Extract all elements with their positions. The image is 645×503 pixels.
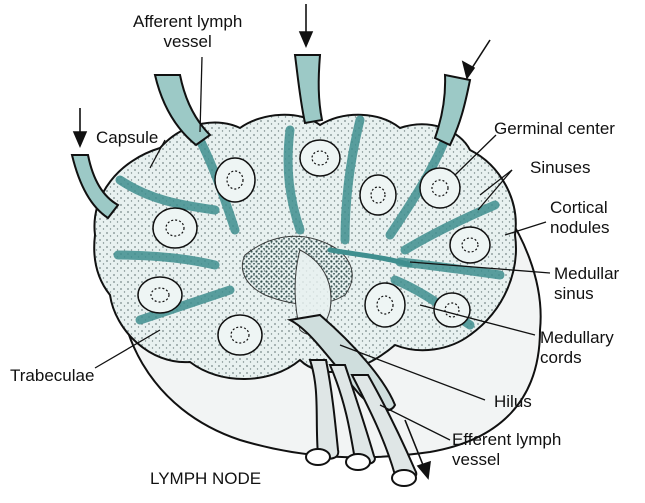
afferent-label-line1: Afferent lymph (133, 12, 242, 32)
capsule-label: Capsule (96, 128, 158, 148)
medullar-sinus-label-line1: Medullar (554, 264, 619, 284)
germinal-center-label: Germinal center (494, 119, 615, 139)
efferent-label-line1: Efferent lymph (452, 430, 561, 450)
cortical-label-line2: nodules (550, 218, 610, 238)
afferent-lymph-vessel-label: Afferent lymph vessel (133, 12, 242, 52)
sinuses-label: Sinuses (530, 158, 590, 178)
cortical-nodules-label: Cortical nodules (550, 198, 610, 238)
medullar-sinus-label-line2: sinus (554, 284, 619, 304)
medullary-cords-label-line2: cords (540, 348, 614, 368)
efferent-lymph-vessel-label: Efferent lymph vessel (452, 430, 561, 470)
medullary-cords-label-line1: Medullary (540, 328, 614, 348)
efferent-label-line2: vessel (452, 450, 561, 470)
medullar-sinus-label: Medullar sinus (554, 264, 619, 304)
afferent-label-line2: vessel (133, 32, 242, 52)
trabeculae-label: Trabeculae (10, 366, 94, 386)
hilus-label: Hilus (494, 392, 532, 412)
diagram-title: LYMPH NODE (150, 469, 261, 489)
cortical-label-line1: Cortical (550, 198, 610, 218)
medullary-cords-label: Medullary cords (540, 328, 614, 368)
